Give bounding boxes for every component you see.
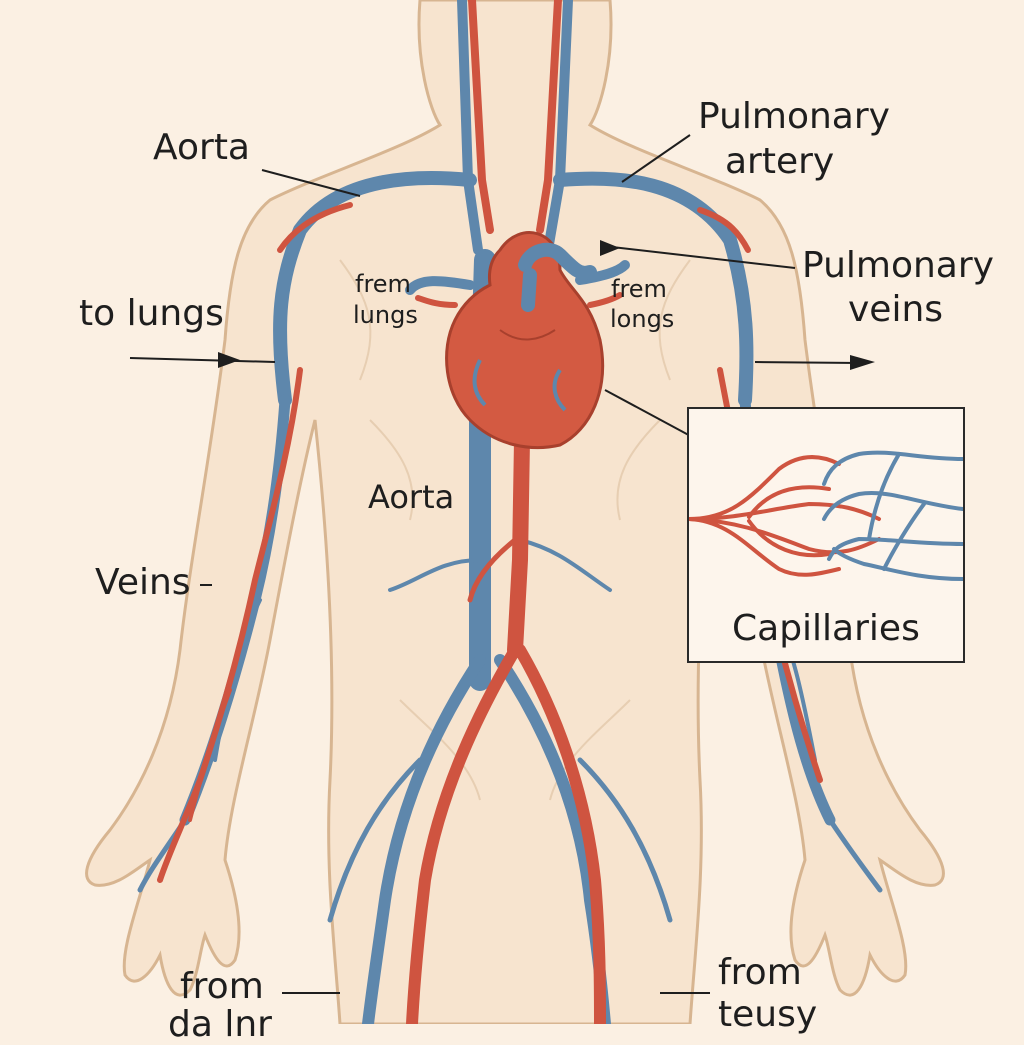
arrow-head-left: [218, 352, 240, 368]
circulatory-diagram: Capillaries Aorta Pulmonary artery Pulmo…: [79, 0, 994, 1044]
skin-contours: [339, 259, 691, 801]
from-bottom-right-label-line1: from: [718, 952, 802, 993]
arrow-head-right: [850, 355, 875, 370]
heart-icon: [445, 231, 605, 450]
aorta-lower-label: Aorta: [368, 478, 455, 516]
aorta-upper-label: Aorta: [153, 127, 250, 168]
pulmonary-artery-label-line1: Pulmonary: [698, 96, 890, 137]
pulmonary-artery-leader: [621, 134, 691, 183]
leader-lines: [129, 134, 861, 994]
pulmonary-veins-label-line1: Pulmonary: [802, 245, 994, 286]
pulmonary-veins-leader: [611, 246, 796, 269]
pulmonary-artery-label-line2: artery: [725, 141, 835, 182]
from-bottom-left-label-line2: da lnr: [168, 1004, 272, 1045]
pulmonary-veins-label-line2: veins: [848, 289, 944, 330]
aorta-leader: [261, 169, 361, 197]
from-lungs-right-label-line1: frem: [611, 275, 667, 303]
body-illustration: [85, 0, 945, 1024]
from-bottom-left-label-line1: from: [180, 966, 264, 1007]
capillary-illustration: [687, 450, 965, 581]
capillaries-label: Capillaries: [732, 608, 920, 649]
from-lungs-right-label-line2: longs: [610, 305, 675, 333]
from-lungs-left-label-line1: frem: [355, 270, 411, 298]
to-lungs-arrow-line: [129, 357, 276, 363]
arrow-head-pulmonary: [600, 240, 620, 256]
veins-label: Veins: [95, 562, 191, 603]
capillaries-inset: Capillaries: [687, 407, 965, 663]
from-lungs-left-label-line2: lungs: [353, 301, 418, 329]
to-lungs-label: to lungs: [79, 293, 224, 334]
from-bottom-right-label-line2: teusy: [718, 994, 818, 1035]
to-lungs-right-arrow-line: [754, 361, 861, 364]
